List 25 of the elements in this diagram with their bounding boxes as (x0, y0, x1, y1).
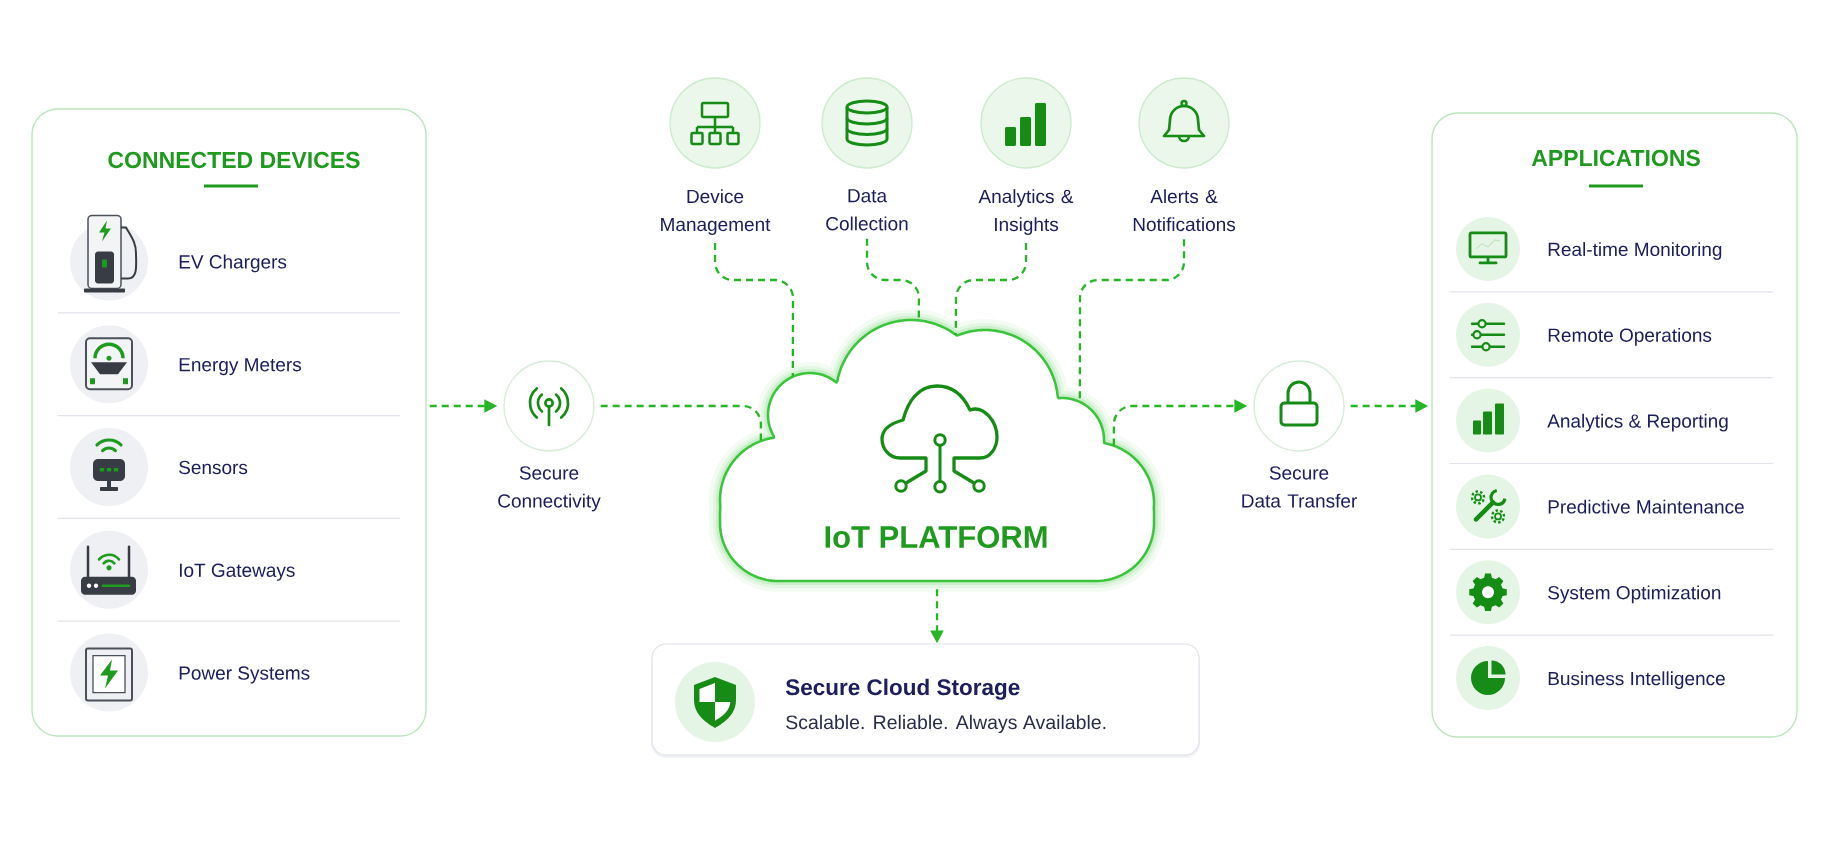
list-item-label: Energy Meters (179, 358, 302, 376)
list-item-label: Analytics & Reporting (1547, 413, 1728, 432)
icon-label: Device Management (661, 189, 771, 235)
icon-label: Alerts & Notifications (1133, 189, 1236, 232)
list-item-label: Power Systems (179, 666, 310, 684)
list-item-label: Sensors (179, 460, 248, 475)
panel-title: CONNECTED DEVICES (108, 151, 360, 169)
card-title: Secure Cloud Storage (785, 678, 1020, 700)
icon-label: Analytics & Insights (978, 189, 1074, 235)
card-subtitle: Scalable. Reliable. Always Available. (786, 714, 1106, 734)
connector (713, 243, 795, 377)
icon-label: Data Collection (826, 189, 908, 231)
list-item-label: Business Intelligence (1548, 671, 1725, 689)
connector (954, 243, 1028, 335)
connector (600, 404, 763, 441)
panel-title: APPLICATIONS (1531, 149, 1700, 167)
list-item-label: EV Chargers (179, 254, 287, 273)
icon-label: Secure Connectivity (498, 466, 601, 512)
cloud-title: IoT PLATFORM (825, 526, 1047, 548)
list-item-label: System Optimization (1548, 585, 1721, 604)
list-item-label: Remote Operations (1548, 327, 1712, 346)
icon-label: Secure Data Transfer (1242, 466, 1357, 508)
list-item-label: Predictive Maintenance (1548, 499, 1744, 514)
list-item-label: Real-time Monitoring (1548, 242, 1722, 260)
list-item-label: IoT Gateways (179, 563, 295, 581)
